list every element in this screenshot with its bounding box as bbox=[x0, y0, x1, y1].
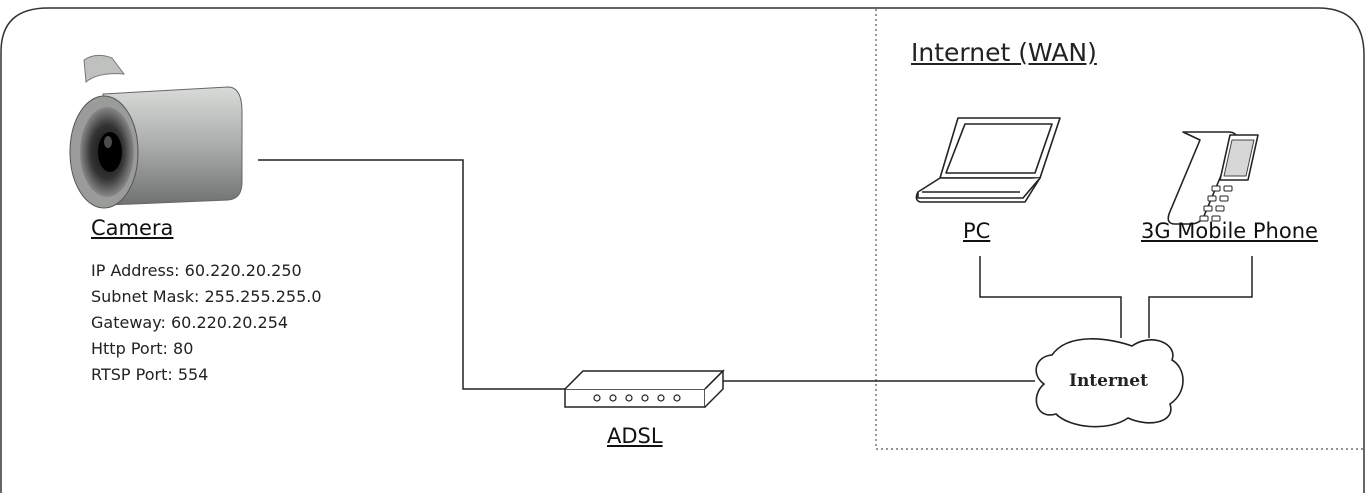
mobile-phone-label: 3G Mobile Phone bbox=[1141, 219, 1318, 243]
adsl-router-icon bbox=[564, 369, 725, 408]
camera-label: Camera bbox=[91, 216, 174, 240]
camera-details: IP Address: 60.220.20.250 Subnet Mask: 2… bbox=[91, 258, 322, 388]
laptop-icon bbox=[915, 117, 1061, 203]
internet-cloud-label: Internet bbox=[1069, 371, 1148, 391]
camera-subnet-mask: Subnet Mask: 255.255.255.0 bbox=[91, 287, 322, 306]
outer-frame bbox=[0, 7, 1365, 493]
pc-to-cloud-line bbox=[979, 256, 1122, 338]
adsl-label: ADSL bbox=[607, 424, 663, 448]
camera-http-port: Http Port: 80 bbox=[91, 339, 194, 358]
phone-to-cloud-line bbox=[1148, 256, 1253, 338]
pc-label: PC bbox=[963, 219, 991, 243]
camera-ip-address: IP Address: 60.220.20.250 bbox=[91, 261, 302, 280]
camera-rtsp-port: RTSP Port: 554 bbox=[91, 365, 209, 384]
wan-region-border bbox=[875, 9, 1364, 450]
internet-cloud-icon bbox=[1035, 338, 1184, 428]
camera-to-adsl-line bbox=[258, 159, 565, 390]
camera-gateway: Gateway: 60.220.20.254 bbox=[91, 313, 289, 332]
wan-region-label: Internet (WAN) bbox=[911, 38, 1097, 67]
mobile-phone-icon bbox=[1167, 131, 1259, 225]
camera-icon bbox=[69, 54, 243, 209]
